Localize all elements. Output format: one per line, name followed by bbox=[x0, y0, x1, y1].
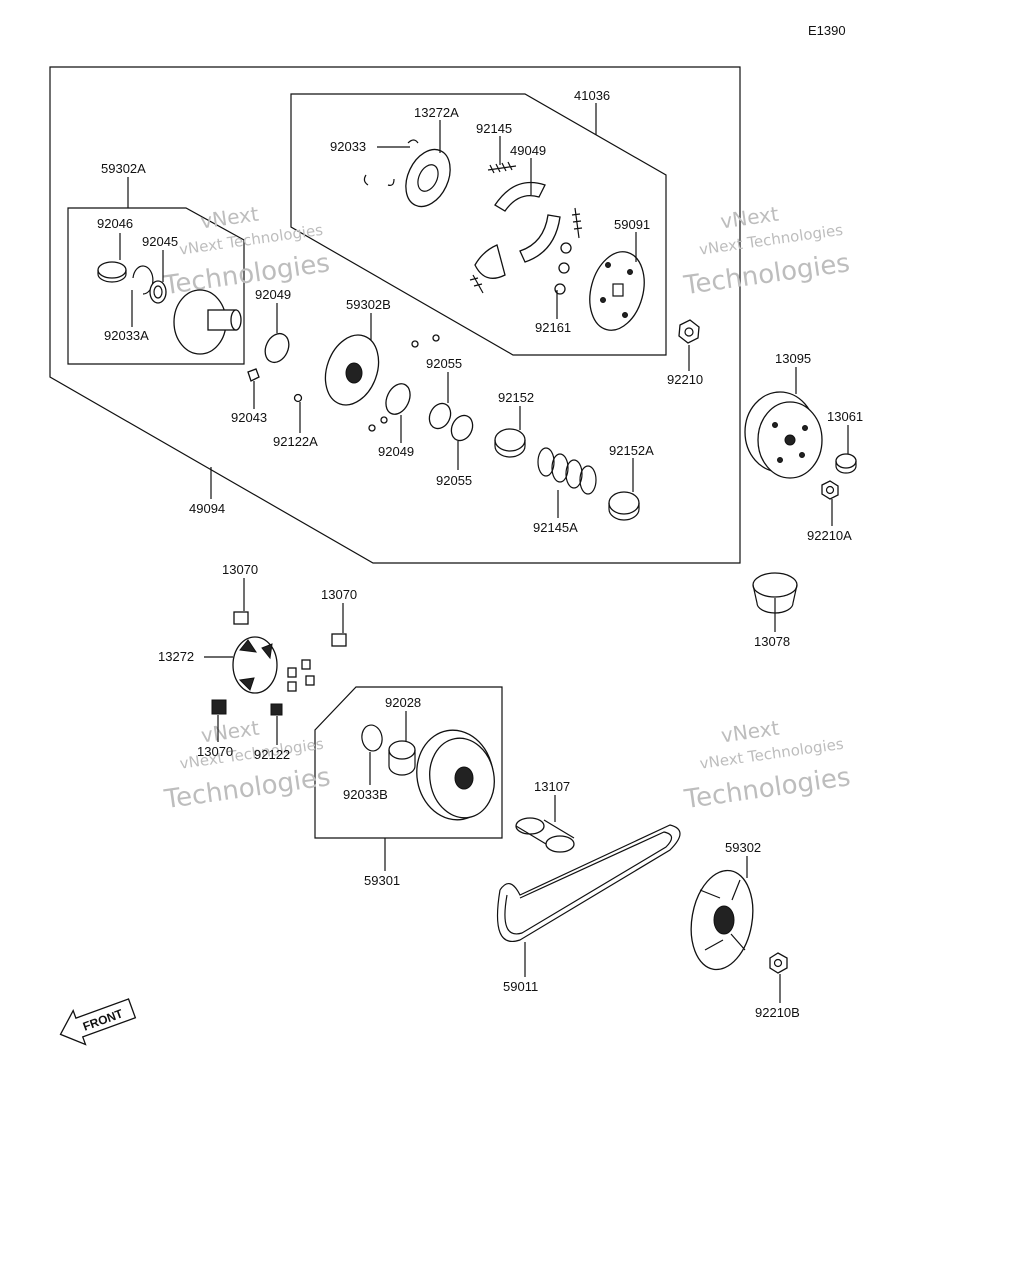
svg-text:vNext: vNext bbox=[199, 202, 260, 234]
part-oring-92049a bbox=[264, 332, 290, 364]
label-59302B: 59302B bbox=[346, 297, 391, 312]
label-41036: 41036 bbox=[574, 88, 610, 103]
label-59302: 59302 bbox=[725, 840, 761, 855]
part-ramp-plate-13272 bbox=[232, 636, 278, 694]
part-nut-92210A bbox=[821, 480, 839, 500]
part-drive-face-59302A bbox=[173, 289, 242, 355]
label-13070-bottom: 13070 bbox=[197, 744, 233, 759]
label-92210B: 92210B bbox=[755, 1005, 800, 1020]
group-41036-outline bbox=[290, 93, 667, 356]
part-spring-92145 bbox=[469, 161, 583, 294]
label-92055-b: 92055 bbox=[436, 473, 472, 488]
label-92122A: 92122A bbox=[273, 434, 318, 449]
svg-text:vNext: vNext bbox=[719, 202, 780, 234]
label-49049: 49049 bbox=[510, 143, 546, 158]
label-13107: 13107 bbox=[534, 779, 570, 794]
part-oring-92049b bbox=[385, 383, 411, 415]
part-weight-92043 bbox=[247, 368, 260, 382]
part-bushing-92046 bbox=[97, 261, 127, 283]
front-arrow-icon: FRONT bbox=[59, 998, 137, 1046]
watermark-right-bottom: vNext vNext Technologies Technologies bbox=[682, 716, 853, 816]
part-spacer-13107 bbox=[515, 817, 575, 853]
part-collar-92152A bbox=[608, 491, 640, 521]
label-13095: 13095 bbox=[775, 351, 811, 366]
label-59091: 59091 bbox=[614, 217, 650, 232]
part-belt-59011 bbox=[496, 824, 681, 942]
part-nut-92210 bbox=[678, 319, 700, 344]
part-drive-pulley-59302 bbox=[690, 869, 754, 971]
part-slider-13070-bottom bbox=[211, 699, 227, 715]
label-92210: 92210 bbox=[667, 372, 703, 387]
part-clutch-shoe-lower bbox=[474, 214, 561, 279]
label-92152A: 92152A bbox=[609, 443, 654, 458]
part-slider-13070-top bbox=[233, 611, 249, 625]
watermark-right-top: vNext vNext Technologies Technologies bbox=[681, 202, 852, 302]
group-59302A-outline bbox=[67, 207, 245, 365]
label-92028: 92028 bbox=[385, 695, 421, 710]
part-slider-13070-right bbox=[331, 633, 347, 647]
group-59301-outline bbox=[314, 686, 503, 839]
part-snapring-92033B bbox=[361, 724, 383, 752]
label-92122: 92122 bbox=[254, 747, 290, 762]
label-92043: 92043 bbox=[231, 410, 267, 425]
watermark-left-top: vNext vNext Technologies Technologies bbox=[161, 202, 332, 302]
label-92045: 92045 bbox=[142, 234, 178, 249]
label-59011: 59011 bbox=[503, 979, 538, 994]
label-13070-right: 13070 bbox=[321, 587, 357, 602]
part-clutch-housing-13095 bbox=[744, 391, 823, 479]
label-92152: 92152 bbox=[498, 390, 534, 405]
part-oring-92055b bbox=[450, 414, 474, 442]
part-clutch-plate-13272A bbox=[405, 148, 451, 208]
label-92049-b: 92049 bbox=[378, 444, 414, 459]
part-driven-pulley-59301 bbox=[416, 729, 495, 821]
watermark-left-bottom: vNext vNext Technologies Technologies bbox=[162, 716, 333, 816]
part-oring-92055a bbox=[428, 402, 452, 430]
figure-code: E1390 bbox=[808, 23, 846, 38]
label-59301: 59301 bbox=[364, 873, 400, 888]
label-13272: 13272 bbox=[158, 649, 194, 664]
part-nuts-92161 bbox=[554, 242, 572, 295]
part-bushing-92028 bbox=[388, 740, 416, 776]
part-snapring-92033A bbox=[132, 265, 154, 295]
part-pin-92122A bbox=[293, 393, 303, 403]
part-pins-92055 bbox=[368, 334, 440, 432]
label-92210A: 92210A bbox=[807, 528, 852, 543]
part-collar-92122 bbox=[270, 703, 283, 716]
label-13070-top: 13070 bbox=[222, 562, 258, 577]
part-collar-92152 bbox=[494, 428, 526, 458]
part-seal-92045 bbox=[149, 280, 167, 304]
part-clutch-carrier-59091 bbox=[589, 251, 645, 331]
svg-text:vNext: vNext bbox=[719, 716, 780, 748]
label-92161: 92161 bbox=[535, 320, 571, 335]
label-92033A: 92033A bbox=[104, 328, 149, 343]
label-59302A: 59302A bbox=[101, 161, 146, 176]
part-labels: 41036 13272A 92145 49049 92033 59091 921… bbox=[97, 88, 863, 1020]
part-nut-92210B bbox=[769, 952, 788, 974]
label-13272A: 13272A bbox=[414, 105, 459, 120]
label-92033: 92033 bbox=[330, 139, 366, 154]
part-clutch-shoe-upper bbox=[494, 181, 546, 212]
label-92055-a: 92055 bbox=[426, 356, 462, 371]
label-13061: 13061 bbox=[827, 409, 863, 424]
part-rollers bbox=[287, 659, 315, 692]
part-bushing-13061 bbox=[835, 453, 857, 474]
label-13078: 13078 bbox=[754, 634, 790, 649]
part-clips-92033 bbox=[363, 139, 419, 186]
part-spring-92145A bbox=[537, 447, 597, 495]
part-cup-13078 bbox=[752, 572, 798, 614]
svg-text:vNext: vNext bbox=[199, 716, 260, 748]
label-92145: 92145 bbox=[476, 121, 512, 136]
leader-lines bbox=[119, 103, 849, 1003]
group-49094-outline bbox=[49, 66, 741, 564]
label-49094: 49094 bbox=[189, 501, 225, 516]
label-92033B: 92033B bbox=[343, 787, 388, 802]
label-92046: 92046 bbox=[97, 216, 133, 231]
part-sliding-face-59302B bbox=[324, 334, 380, 406]
label-92049-a: 92049 bbox=[255, 287, 291, 302]
label-92145A: 92145A bbox=[533, 520, 578, 535]
